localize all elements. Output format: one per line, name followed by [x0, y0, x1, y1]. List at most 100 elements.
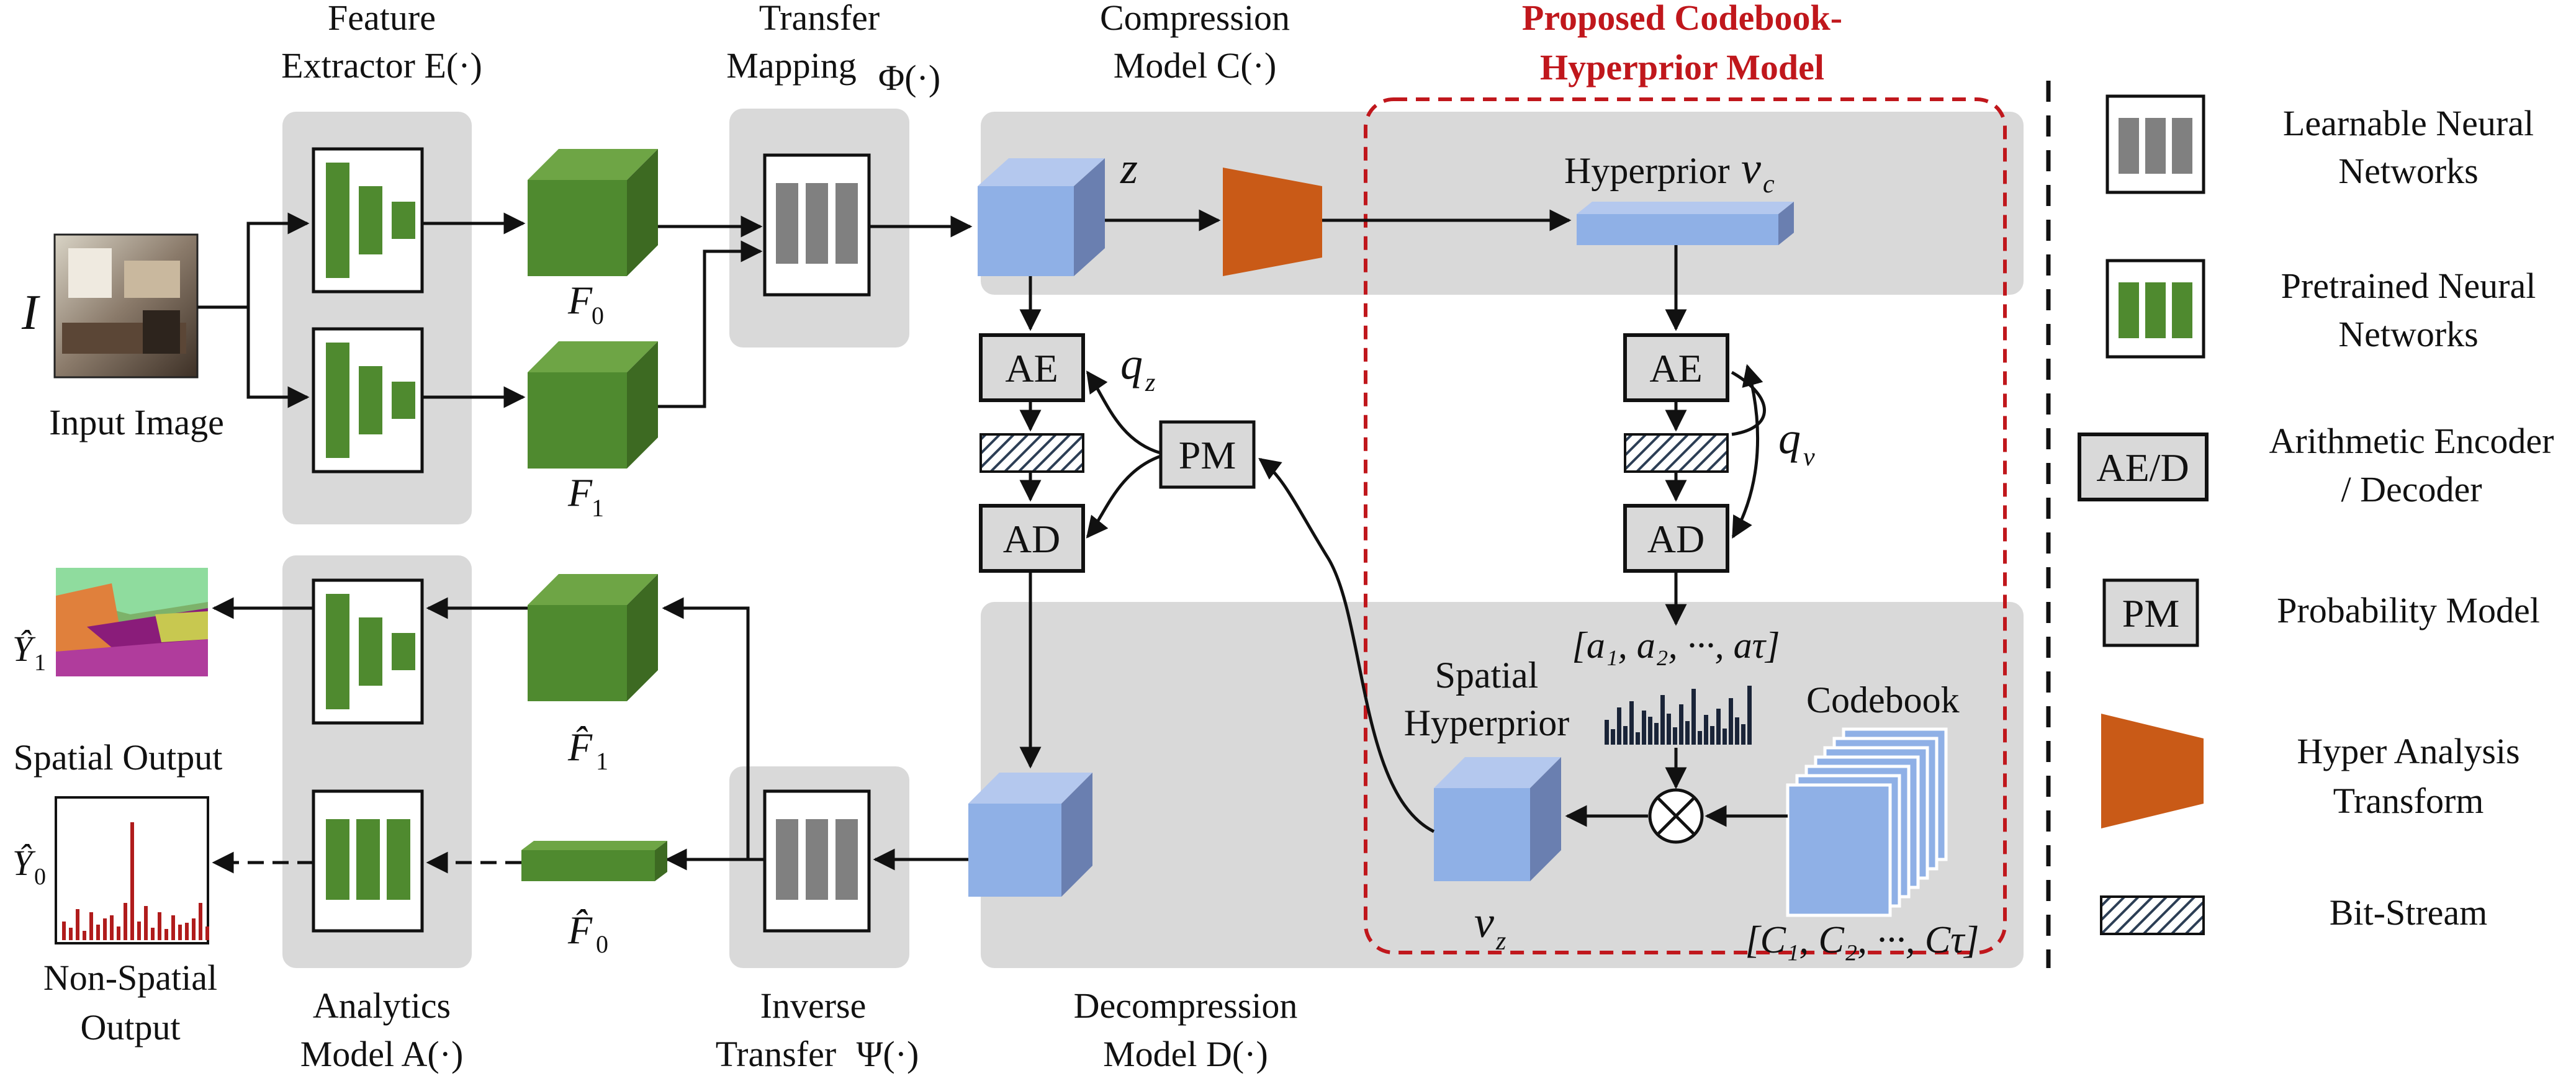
proposed-region: [1364, 97, 2007, 954]
nonspatial-bar: [69, 928, 73, 940]
input-symbol: I: [21, 285, 40, 340]
feature-extractor-label-1: Feature: [328, 0, 436, 38]
vz-label: v: [1474, 897, 1494, 947]
f1-sub: 1: [592, 494, 604, 522]
histogram-bar: [1691, 689, 1696, 745]
pm-label: PM: [1179, 433, 1236, 477]
nonspatial-label-1: Non-Spatial: [43, 958, 217, 998]
nonspatial-bar: [171, 915, 175, 940]
nonspatial-bar: [96, 925, 100, 940]
histogram-bar: [1710, 726, 1714, 745]
inverse-label-2: Transfer: [716, 1034, 836, 1074]
pretrained-network-extractor-0: [312, 147, 424, 294]
nonspatial-output-plot: [55, 796, 209, 944]
nonspatial-bar: [178, 925, 182, 940]
nonspatial-bar: [103, 918, 107, 940]
nonspatial-bar: [151, 928, 155, 940]
analytics-label-2: Model A(·): [300, 1034, 464, 1074]
legend-pretrained-line1: Pretrained Neural: [2281, 266, 2536, 306]
pretrained-network-icon: [2105, 259, 2205, 359]
proposed-title-1: Proposed Codebook-: [1522, 0, 1842, 38]
nonspatial-bar: [164, 929, 168, 940]
z-label: z: [1120, 143, 1138, 193]
nonspatial-bar: [110, 915, 114, 940]
ad-label-z: AD: [1003, 517, 1060, 561]
learnable-network-transfer: [763, 153, 871, 297]
spatial-hyperprior-label-2: Hyperprior: [1404, 702, 1570, 743]
legend-pm-line1: Probability Model: [2277, 590, 2540, 630]
inverse-label-1: Inverse: [760, 985, 867, 1026]
legend-aed-line1: Arithmetic Encoder: [2269, 421, 2554, 461]
histogram-bar: [1741, 724, 1745, 745]
histogram-bar: [1685, 721, 1690, 745]
nonspatial-bar: [130, 822, 134, 940]
legend-pm-box: PM: [2122, 591, 2180, 635]
ae-d-box-icon: [2078, 433, 2209, 501]
y1-label: Ŷ: [12, 629, 36, 669]
histogram-bar: [1642, 711, 1646, 745]
hyper-analysis-icon: [2101, 714, 2204, 828]
arrow-pm-to-ae: [1086, 370, 1161, 455]
feature-extractor-label-2: Extractor E(·): [281, 45, 482, 86]
histogram-bar: [1679, 704, 1683, 745]
decompressed-cube: [968, 773, 1092, 897]
transfer-mapping-symbol: Φ(·): [878, 58, 940, 98]
decompression-label-1: Decompression: [1074, 985, 1298, 1026]
spatial-output-label: Spatial Output: [14, 737, 223, 778]
spatial-hyperprior-vz-cube: [1434, 757, 1561, 881]
histogram-bar: [1723, 729, 1727, 745]
histogram-bar: [1660, 695, 1665, 745]
probability-model-box: [1159, 420, 1256, 489]
nonspatial-bar: [117, 926, 120, 940]
legend-aed-line2: / Decoder: [2341, 469, 2482, 509]
ad-box-z: [979, 504, 1085, 573]
analytics-label-1: Analytics: [313, 985, 451, 1026]
nonspatial-bar: [76, 909, 79, 940]
f0-sub: 0: [592, 302, 604, 330]
bitstream-icon: [2100, 895, 2205, 935]
feature-cube-f1: [528, 341, 658, 469]
learnable-network-inverse: [763, 789, 871, 933]
histogram-bar: [1636, 732, 1640, 745]
ae-label-z: AE: [1005, 346, 1058, 390]
a-list-label: [a₁, a₂, ···, aτ]: [1572, 625, 1780, 666]
qv-sub: v: [1803, 443, 1815, 472]
qv-label: q: [1778, 413, 1801, 463]
qz-label: q: [1120, 339, 1143, 388]
nonspatial-bar: [199, 903, 202, 940]
histogram-bar: [1629, 701, 1634, 745]
nonspatial-bar: [205, 926, 209, 940]
spatial-output-image: [56, 568, 208, 676]
ad-label-v: AD: [1647, 517, 1705, 561]
histogram-bar: [1673, 727, 1677, 745]
histogram-bar: [1716, 709, 1721, 745]
spatial-hyperprior-label-1: Spatial: [1435, 655, 1539, 696]
decompression-label-2: Model D(·): [1103, 1034, 1268, 1074]
pretrained-network-analytics-1: [312, 578, 424, 725]
arrow-vz-to-pm: [1258, 457, 1435, 833]
histogram-bar: [1605, 720, 1609, 745]
pretrained-network-analytics-0: [312, 789, 424, 933]
vc-label: v: [1741, 143, 1761, 193]
arrow-pm-to-ad: [1086, 454, 1161, 539]
f0hat-sub: 0: [596, 930, 608, 958]
legend: Learnable Neural Networks Pretrained Neu…: [2078, 94, 2554, 935]
compression-panel: [981, 112, 2024, 295]
compression-label-1: Compression: [1100, 0, 1290, 38]
f0hat-label: F̂: [567, 908, 593, 952]
legend-bitstream-line1: Bit-Stream: [2330, 892, 2488, 933]
feature-cube-f1hat: [528, 574, 658, 701]
histogram-bar: [1698, 731, 1702, 745]
feature-slab-f0hat: [521, 841, 667, 881]
vz-sub: z: [1495, 927, 1506, 956]
input-image-label: Input Image: [49, 402, 224, 442]
y0-label: Ŷ: [12, 843, 36, 883]
qz-sub: z: [1145, 369, 1155, 397]
f1hat-sub: 1: [596, 747, 608, 775]
arrow-input-to-extractor-1: [246, 307, 310, 408]
inverse-symbol: Ψ(·): [857, 1034, 919, 1074]
legend-pretrained-line2: Networks: [2338, 314, 2479, 354]
arrow-qv-bracket: [1731, 364, 1763, 539]
nonspatial-bar: [144, 906, 148, 940]
